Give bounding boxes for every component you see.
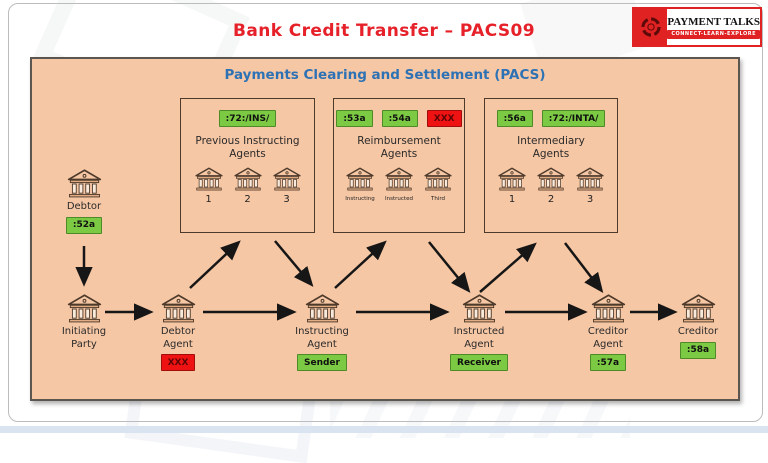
arrow-debtor-agent-to-previous-box bbox=[189, 240, 241, 289]
bank-number: 3 bbox=[586, 194, 594, 206]
bank-item: Instructing bbox=[343, 167, 377, 202]
bank-item: 3 bbox=[270, 167, 304, 205]
logo-text-block: PAYMENT TALKS CONNECT-LEARN-EXPLORE bbox=[667, 9, 760, 45]
arrow-reimb-box-to-instructed bbox=[428, 241, 471, 293]
bank-icon bbox=[680, 294, 717, 324]
debtor-node: Debtor :52a bbox=[36, 169, 132, 234]
bank-icon bbox=[345, 167, 375, 192]
bank-number: 2 bbox=[547, 194, 555, 206]
bank-icon bbox=[461, 294, 498, 324]
bank-icon bbox=[304, 294, 341, 324]
bank-role: Third bbox=[430, 196, 446, 203]
node-label: Initiating Party bbox=[61, 326, 107, 350]
panel-title: Payments Clearing and Settlement (PACS) bbox=[224, 67, 546, 83]
bank-number: 3 bbox=[283, 194, 290, 206]
debtor-agent-node: Debtor Agent XXX bbox=[130, 294, 226, 371]
node-label: Debtor bbox=[66, 201, 102, 212]
bank-icon bbox=[194, 167, 224, 192]
bank-icon bbox=[590, 294, 627, 324]
bank-icon bbox=[233, 167, 263, 192]
tag-56a: :56a bbox=[496, 110, 533, 127]
logo-emblem-icon bbox=[634, 9, 668, 45]
reimbursement-agents-box: :53a :54a XXX Reimbursement Agents Instr… bbox=[333, 98, 465, 233]
bank-row: 1 2 3 bbox=[192, 167, 304, 205]
tag-52a: :52a bbox=[65, 216, 103, 234]
creditor-node: Creditor :58a bbox=[650, 294, 746, 359]
node-label: Creditor bbox=[677, 326, 719, 337]
instructing-agent-node: Instructing Agent Sender bbox=[274, 294, 370, 371]
bank-row: 1 2 3 bbox=[495, 167, 607, 205]
page-title: Bank Credit Transfer – PACS09 bbox=[233, 21, 535, 41]
bank-row: Instructing Instructed Third bbox=[343, 167, 455, 202]
bank-item: 2 bbox=[231, 167, 265, 205]
pacs-panel: Payments Clearing and Settlement (PACS) … bbox=[30, 57, 740, 401]
tag-receiver: Receiver bbox=[450, 354, 508, 371]
intermediary-agents-box: :56a :72:/INTA/ Intermediary Agents 1 2 … bbox=[484, 98, 618, 233]
tag-row: :53a :54a XXX bbox=[336, 110, 462, 127]
bank-icon bbox=[272, 167, 302, 192]
box-title: Intermediary Agents bbox=[517, 135, 585, 161]
bank-icon bbox=[66, 294, 103, 324]
previous-instructing-agents-box: :72:/INS/ Previous Instructing Agents 1 … bbox=[180, 98, 315, 233]
tag-sender: Sender bbox=[297, 354, 347, 371]
bank-number: 1 bbox=[205, 194, 212, 206]
bank-item: Instructed bbox=[382, 167, 416, 202]
bank-icon bbox=[423, 167, 453, 192]
bank-icon bbox=[575, 167, 605, 192]
node-label: Instructing Agent bbox=[295, 326, 349, 350]
tag-xxx-reimbursement: XXX bbox=[426, 110, 462, 127]
tag-row: :72:/INS/ bbox=[218, 110, 277, 127]
box-title: Previous Instructing Agents bbox=[195, 135, 300, 161]
bank-icon bbox=[160, 294, 197, 324]
arrow-instructed-to-inter-box bbox=[479, 242, 537, 293]
box-title: Reimbursement Agents bbox=[357, 135, 441, 161]
creditor-agent-node: Creditor Agent :57a bbox=[560, 294, 656, 371]
bank-item: 1 bbox=[495, 167, 529, 205]
bank-item: 3 bbox=[573, 167, 607, 205]
instructed-agent-node: Instructed Agent Receiver bbox=[431, 294, 527, 371]
logo-tagline: CONNECT-LEARN-EXPLORE bbox=[667, 29, 760, 39]
bank-number: 1 bbox=[508, 194, 516, 206]
tag-58a: :58a bbox=[679, 341, 717, 359]
bank-icon bbox=[536, 167, 566, 192]
bank-role: Instructed bbox=[385, 196, 413, 203]
bank-icon bbox=[497, 167, 527, 192]
bank-icon bbox=[66, 169, 103, 199]
logo-name: PAYMENT TALKS bbox=[667, 15, 760, 28]
tag-54a: :54a bbox=[381, 110, 418, 127]
tag-xxx-debtor-agent: XXX bbox=[160, 354, 196, 371]
tag-57a: :57a bbox=[589, 354, 627, 371]
arrow-previous-box-to-instructing bbox=[274, 240, 314, 287]
tag-72-ins: :72:/INS/ bbox=[218, 110, 277, 127]
payment-talks-logo: PAYMENT TALKS CONNECT-LEARN-EXPLORE bbox=[632, 7, 762, 47]
initiating-party-node: Initiating Party bbox=[36, 294, 132, 351]
node-label: Debtor Agent bbox=[160, 326, 196, 350]
tag-row: :56a :72:/INTA/ bbox=[496, 110, 606, 127]
bank-item: 1 bbox=[192, 167, 226, 205]
tag-53a: :53a bbox=[336, 110, 373, 127]
bank-role: Instructing bbox=[345, 196, 375, 203]
bottom-strip bbox=[0, 426, 768, 433]
bank-icon bbox=[384, 167, 414, 192]
bank-item: Third bbox=[421, 167, 455, 202]
node-label: Creditor Agent bbox=[587, 326, 629, 350]
bank-item: 2 bbox=[534, 167, 568, 205]
bank-number: 2 bbox=[244, 194, 251, 206]
arrow-inter-box-to-creditor-agent bbox=[564, 242, 604, 293]
arrow-instructing-to-reimb-box bbox=[334, 240, 387, 289]
node-label: Instructed Agent bbox=[453, 326, 505, 350]
tag-72-inta: :72:/INTA/ bbox=[541, 110, 606, 127]
